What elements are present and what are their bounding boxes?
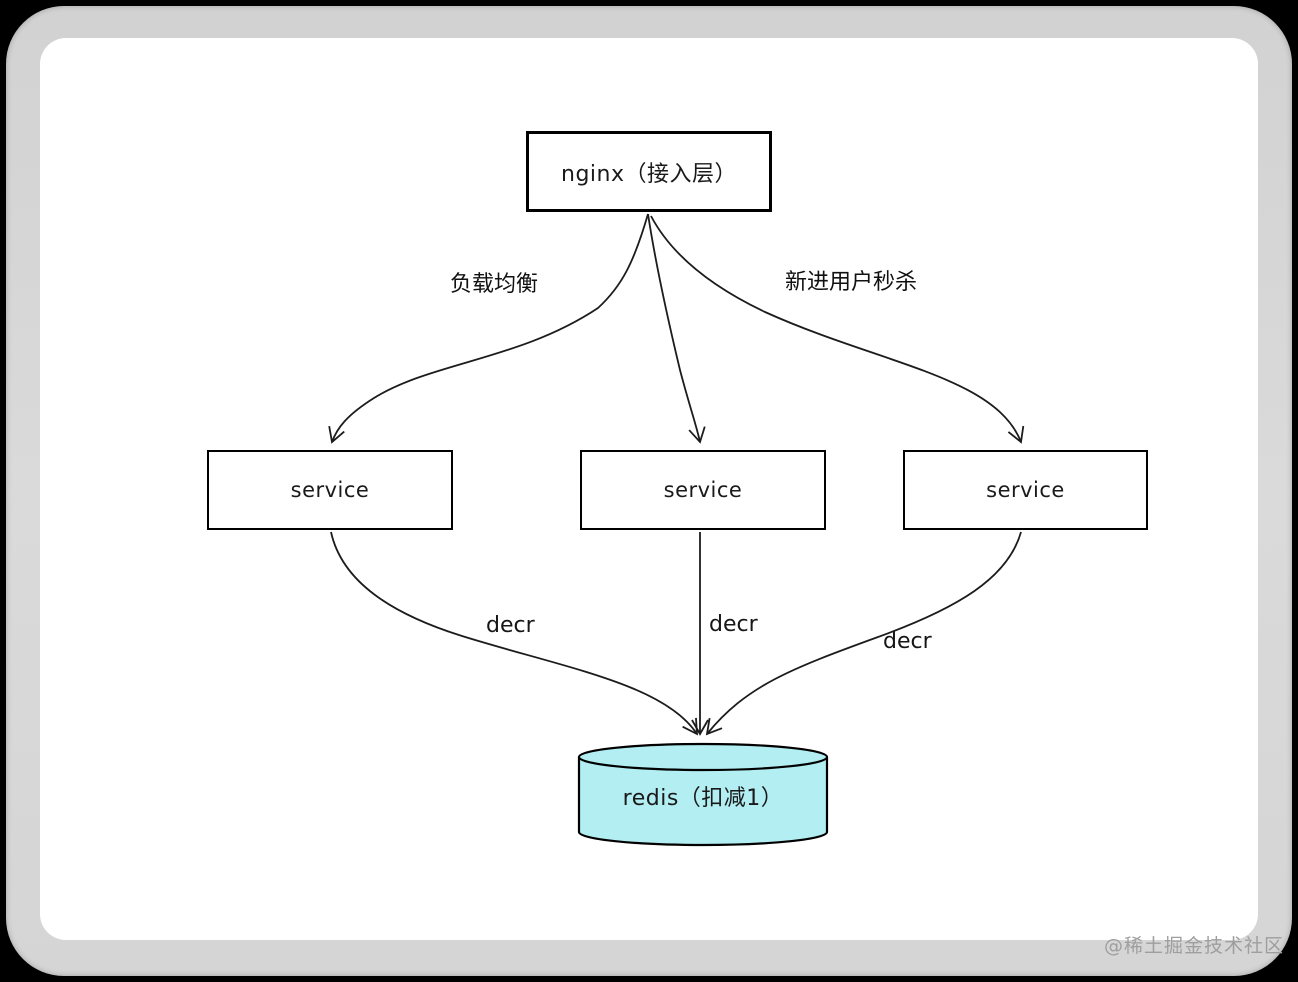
edge-label-decr-left: decr bbox=[486, 613, 535, 638]
node-nginx: nginx（接入层） bbox=[526, 131, 772, 212]
node-redis: redis（扣减1） bbox=[579, 757, 827, 835]
node-service-left: service bbox=[207, 450, 453, 530]
node-service-right-label: service bbox=[986, 478, 1065, 502]
node-service-middle-label: service bbox=[663, 478, 743, 502]
edge-label-load-balancing: 负载均衡 bbox=[450, 272, 539, 297]
node-redis-label: redis（扣减1） bbox=[622, 786, 784, 811]
watermark: @稀土掘金技术社区 bbox=[1103, 935, 1284, 957]
edge-label-decr-middle: decr bbox=[709, 612, 758, 637]
node-nginx-label: nginx（接入层） bbox=[561, 161, 737, 187]
edge-label-decr-right: decr bbox=[883, 629, 932, 654]
edge-label-new-user-seckill: 新进用户秒杀 bbox=[785, 270, 918, 295]
node-service-left-label: service bbox=[290, 478, 370, 502]
node-service-right: service bbox=[903, 450, 1148, 530]
node-service-middle: service bbox=[580, 450, 826, 530]
